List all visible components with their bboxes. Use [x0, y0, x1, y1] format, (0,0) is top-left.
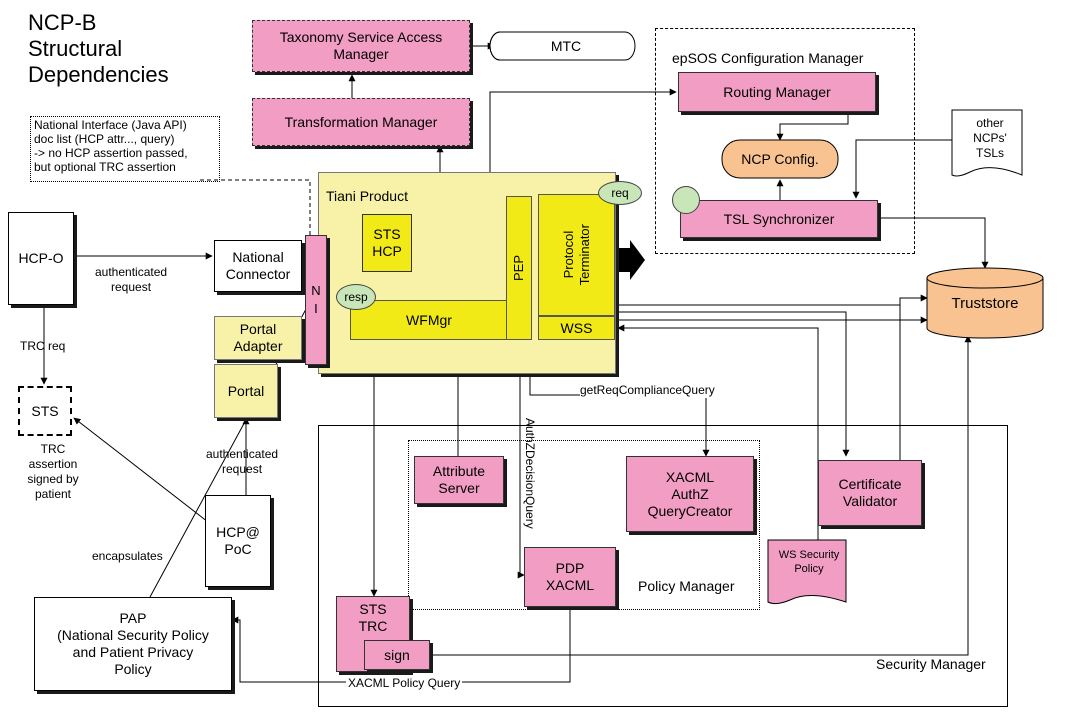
authz-decision-label: AuthZDecisionQuery — [523, 417, 537, 529]
resp-port: resp — [336, 284, 376, 310]
tsl-synchronizer-port — [672, 186, 700, 214]
national-interface-ni: N I — [305, 235, 327, 365]
national-connector: National Connector — [214, 240, 302, 292]
tsl-synchronizer: TSL Synchronizer — [680, 200, 878, 238]
sign: sign — [364, 640, 430, 670]
authenticated-request-label-1: authenticated request — [95, 265, 168, 294]
epsos-config-label: epSOS Configuration Manager — [672, 50, 864, 66]
wss: WSS — [538, 316, 615, 340]
hcp-o: HCP-O — [8, 212, 74, 305]
routing-manager: Routing Manager — [678, 72, 876, 112]
authenticated-request-label-2: authenticated request — [206, 447, 279, 476]
attribute-server: Attribute Server — [414, 456, 504, 504]
ws-security-policy: WS Security Policy — [778, 549, 840, 575]
pep: PEP — [506, 196, 532, 340]
page-title: NCP-B Structural Dependencies — [28, 10, 169, 87]
pap: PAP (National Security Policy and Patien… — [34, 597, 232, 691]
get-req-compliance-label: getReqComplianceQuery — [580, 382, 715, 398]
trc-req-label: TRC req — [20, 339, 66, 353]
national-interface-note: National Interface (Java API) doc list (… — [34, 118, 188, 174]
national-interface-note-box — [30, 116, 220, 182]
xacml-authz-querycreator: XACML AuthZ QueryCreator — [626, 456, 754, 532]
certificate-validator: Certificate Validator — [818, 460, 922, 526]
req-port: req — [598, 181, 642, 205]
portal-adapter: Portal Adapter — [214, 316, 302, 360]
policy-manager-container — [408, 440, 760, 610]
sts-hcp: STS HCP — [362, 214, 412, 272]
transformation-manager: Transformation Manager — [252, 98, 470, 146]
portal: Portal — [214, 364, 278, 418]
epsos-config-container — [655, 28, 915, 254]
trc-assertion-label: TRC assertion signed by patient — [27, 442, 79, 501]
sts: STS — [18, 386, 72, 436]
ncp-config: NCP Config. — [741, 150, 819, 167]
hcp-at-poc: HCP@ PoC — [205, 495, 271, 587]
policy-manager-label: Policy Manager — [638, 578, 735, 594]
xacml-policy-query-label: XACML Policy Query — [346, 675, 463, 691]
taxonomy-service-access-manager: Taxonomy Service Access Manager — [252, 20, 470, 72]
wfmgr: WFMgr — [350, 300, 508, 340]
tiani-product-label: Tiani Product — [326, 188, 408, 204]
security-manager-label: Security Manager — [876, 656, 986, 672]
encapsulates-label: encapsulates — [92, 549, 163, 563]
protocol-terminator: Protocol Terminator — [538, 194, 615, 316]
other-ncps-tsls: other NCPs' TSLs — [973, 116, 1007, 160]
truststore: Truststore — [951, 294, 1019, 312]
security-manager-container — [318, 425, 1008, 707]
mtc-store: MTC — [550, 37, 582, 54]
pdp-xacml: PDP XACML — [524, 547, 616, 607]
